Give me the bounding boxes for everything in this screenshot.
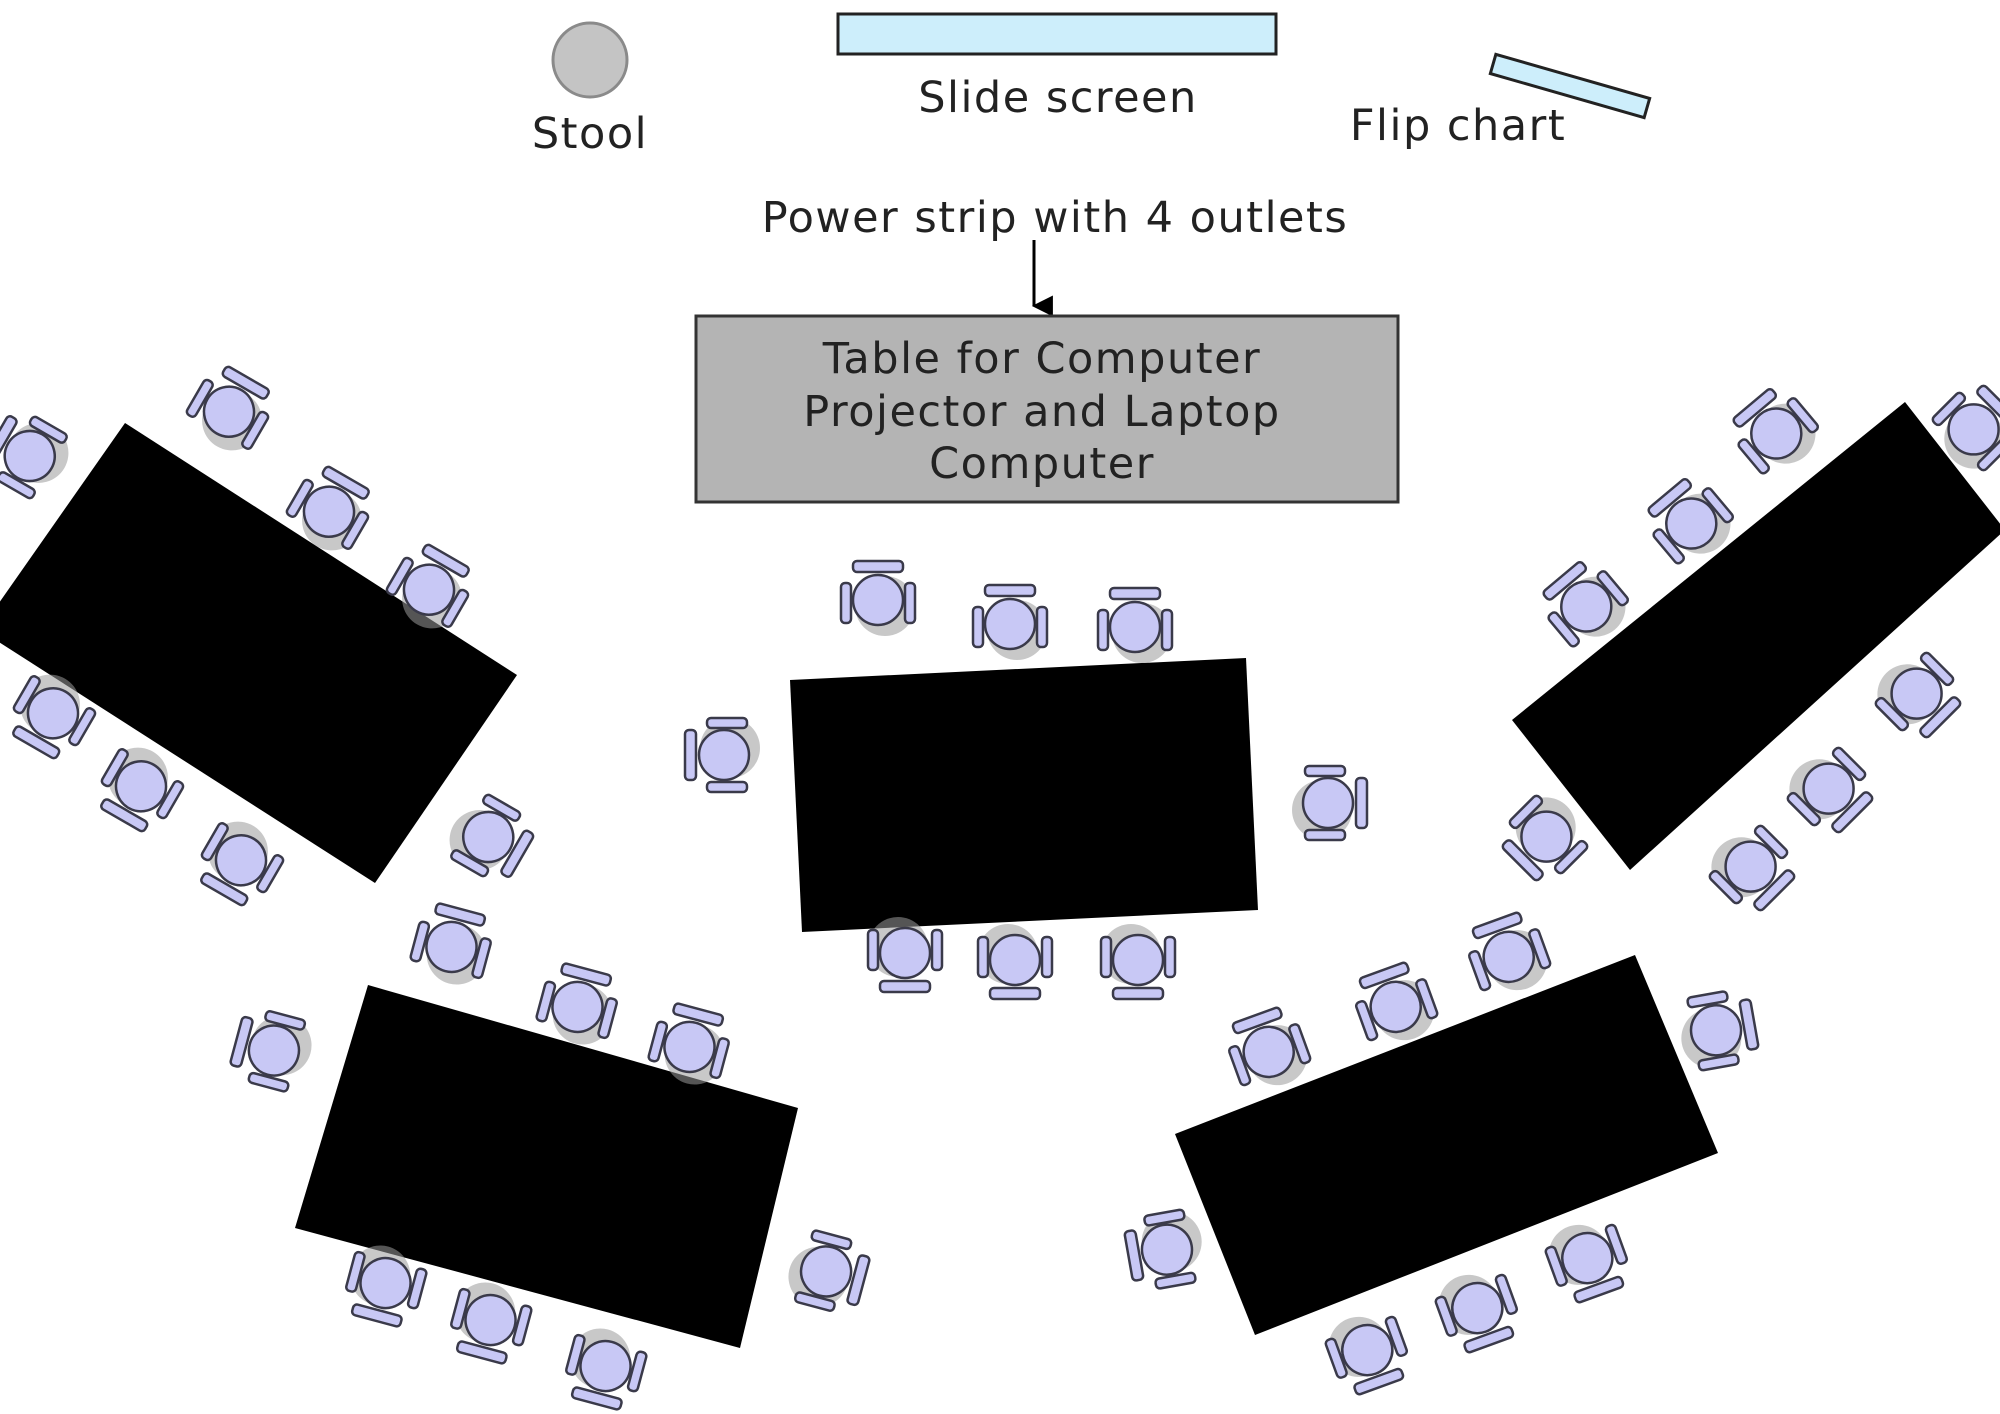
chair-icon (385, 543, 470, 629)
chair-icon (1786, 746, 1874, 834)
chair-icon (976, 924, 1054, 1001)
flip-chart-shape (1488, 52, 1652, 120)
chair-icon (1099, 924, 1177, 1001)
chair-icon (285, 465, 370, 551)
computer-table-shape (694, 314, 1400, 504)
slide-screen-shape (836, 12, 1278, 56)
stool-icon (551, 21, 629, 99)
flip-chart: Flip chart (1350, 52, 1652, 151)
chair-icon (1931, 384, 2000, 472)
table-center (790, 658, 1258, 932)
chair-icon (1292, 764, 1369, 842)
table-top-left (0, 423, 517, 883)
chair-icon (449, 793, 535, 878)
chair-icon (647, 1002, 730, 1085)
chair-icon (1874, 651, 1962, 739)
power-strip: Power strip with 4 outlets (762, 193, 1349, 317)
power-strip-label: Power strip with 4 outlets (762, 193, 1349, 243)
stool: Stool (532, 21, 648, 159)
chair-icon (1681, 990, 1760, 1072)
chair-icon (1542, 560, 1630, 648)
table-bottom-left (295, 985, 798, 1348)
chair-icon (1123, 1208, 1202, 1290)
computer-table-label-line-3: Computer (929, 439, 1155, 489)
chair-icon (839, 559, 917, 636)
chair-icon (866, 917, 944, 994)
chair-icon (1544, 1223, 1629, 1304)
chairs (0, 365, 2000, 1411)
chair-icon (1324, 1315, 1409, 1396)
chair-icon (565, 1328, 648, 1411)
chair-icon (229, 1010, 312, 1093)
chair-icon (1467, 911, 1552, 992)
chair-icon (409, 902, 492, 985)
chair-icon (788, 1229, 871, 1312)
chair-icon (100, 747, 185, 833)
flip-chart-label: Flip chart (1350, 101, 1566, 151)
slide-screen: Slide screen (836, 12, 1278, 123)
chair-icon (200, 821, 285, 907)
chair-icon (1227, 1006, 1312, 1087)
computer-table: Table for Computer Projector and Laptop … (694, 314, 1400, 504)
table-bottom-right (1175, 955, 1718, 1335)
chair-icon (1647, 477, 1735, 565)
table-top-right (1512, 402, 2000, 870)
chair-icon (1732, 387, 1820, 475)
chair-icon (1501, 794, 1589, 882)
chair-icon (1354, 961, 1439, 1042)
computer-table-label-line-2: Projector and Laptop (803, 387, 1280, 437)
tables (0, 402, 2000, 1348)
chair-icon (185, 365, 270, 451)
slide-screen-label: Slide screen (918, 73, 1198, 123)
chair-icon (345, 1245, 428, 1328)
computer-table-label-line-1: Table for Computer (822, 334, 1261, 384)
chair-icon (971, 583, 1049, 660)
chair-icon (683, 716, 760, 794)
stool-label: Stool (532, 109, 648, 159)
chair-icon (1434, 1273, 1519, 1354)
chair-icon (450, 1282, 533, 1365)
chair-icon (1096, 586, 1174, 663)
chair-icon (535, 962, 618, 1045)
chair-icon (1708, 824, 1796, 912)
chair-icon (12, 674, 97, 760)
chair-icon (0, 415, 69, 500)
